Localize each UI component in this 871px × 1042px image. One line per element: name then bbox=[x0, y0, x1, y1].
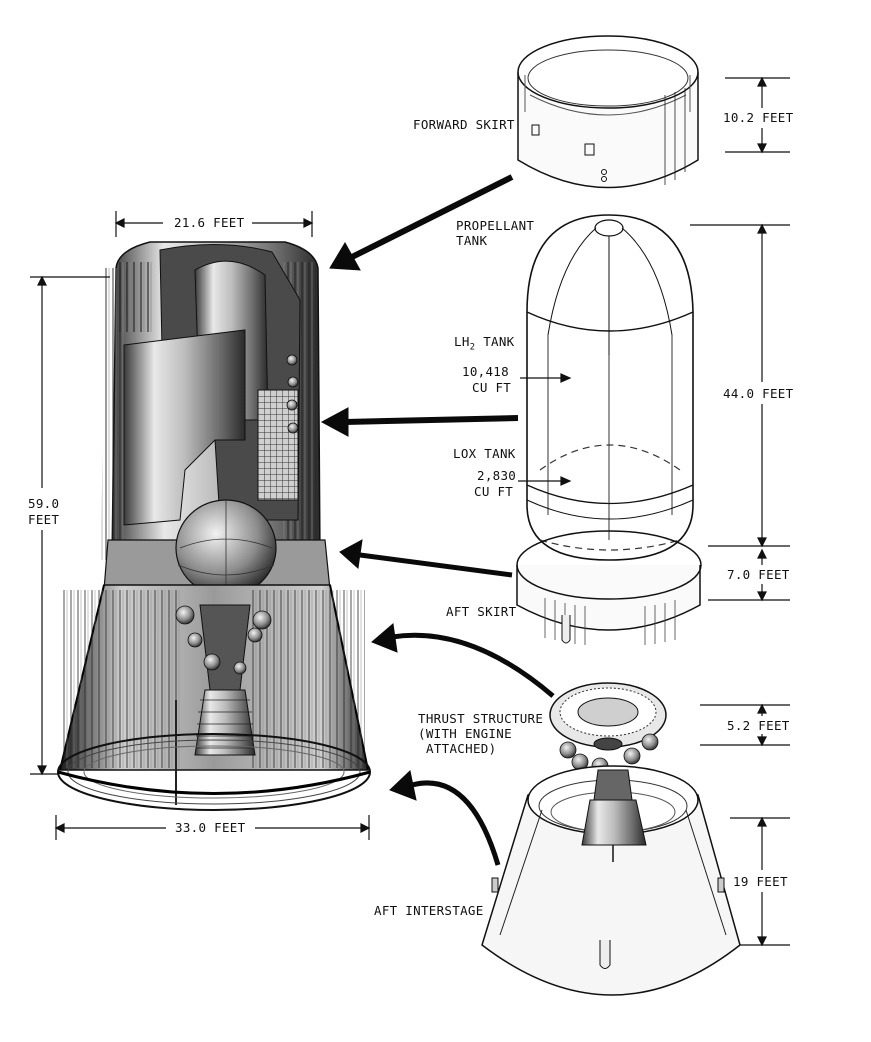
label-lh2-volume-line1: 10,418 bbox=[462, 364, 509, 379]
aft-skirt-part bbox=[516, 530, 702, 645]
label-lh2-volume-line2: CU FT bbox=[472, 380, 512, 395]
aft-interstage-part bbox=[481, 765, 741, 996]
dim-stage-top-diameter: 21.6 FEET bbox=[174, 215, 245, 230]
label-thrust-structure-line1: THRUST STRUCTURE bbox=[418, 711, 544, 726]
label-lh2-suffix: TANK bbox=[475, 334, 515, 349]
label-lh2-tank: LH2 TANK bbox=[454, 334, 515, 356]
label-lox-volume-line1: 2,830 bbox=[477, 468, 517, 483]
arrow-aft-skirt bbox=[339, 539, 513, 578]
dim-aft-skirt-height: 7.0 FEET bbox=[727, 567, 790, 582]
dim-stage-height-line2: FEET bbox=[28, 512, 60, 527]
dim-propellant-tank-height: 44.0 FEET bbox=[723, 386, 794, 401]
label-thrust-structure-line3: ATTACHED) bbox=[426, 741, 497, 756]
label-lox-volume-line2: CU FT bbox=[474, 484, 514, 499]
assembly-arrows bbox=[320, 174, 555, 866]
arrow-forward-skirt bbox=[329, 174, 514, 271]
stage-engine bbox=[175, 604, 272, 805]
label-thrust-structure-line2: (WITH ENGINE bbox=[418, 726, 512, 741]
label-propellant-tank-line1: PROPELLANT bbox=[456, 218, 535, 233]
label-forward-skirt: FORWARD SKIRT bbox=[413, 117, 515, 132]
thrust-structure-part bbox=[549, 682, 667, 775]
label-propellant-tank-line2: TANK bbox=[456, 233, 488, 248]
forward-skirt-part bbox=[517, 35, 699, 189]
dim-thrust-structure-height: 5.2 FEET bbox=[727, 718, 790, 733]
arrow-aft-interstage bbox=[389, 770, 501, 866]
arrow-propellant-tank bbox=[320, 407, 519, 437]
label-lh2-subscript: 2 bbox=[469, 342, 476, 353]
volume-callout-arrows bbox=[518, 373, 572, 486]
stage-dimension-lines bbox=[30, 211, 371, 840]
label-aft-skirt: AFT SKIRT bbox=[446, 604, 517, 619]
assembled-stage bbox=[57, 241, 371, 811]
label-aft-interstage: AFT INTERSTAGE bbox=[374, 903, 484, 918]
dim-stage-height-line1: 59.0 bbox=[28, 496, 60, 511]
label-lh2-prefix: LH bbox=[454, 334, 470, 349]
dim-aft-interstage-height: 19 FEET bbox=[733, 874, 788, 889]
dim-forward-skirt-height: 10.2 FEET bbox=[723, 110, 794, 125]
part-dimension-lines bbox=[690, 76, 790, 947]
label-lox-tank: LOX TANK bbox=[453, 446, 516, 461]
interstage-engine-nozzle bbox=[581, 799, 647, 846]
propellant-tank-part bbox=[526, 214, 694, 561]
arrow-thrust-structure bbox=[371, 623, 555, 698]
dim-stage-base-diameter: 33.0 FEET bbox=[175, 820, 246, 835]
